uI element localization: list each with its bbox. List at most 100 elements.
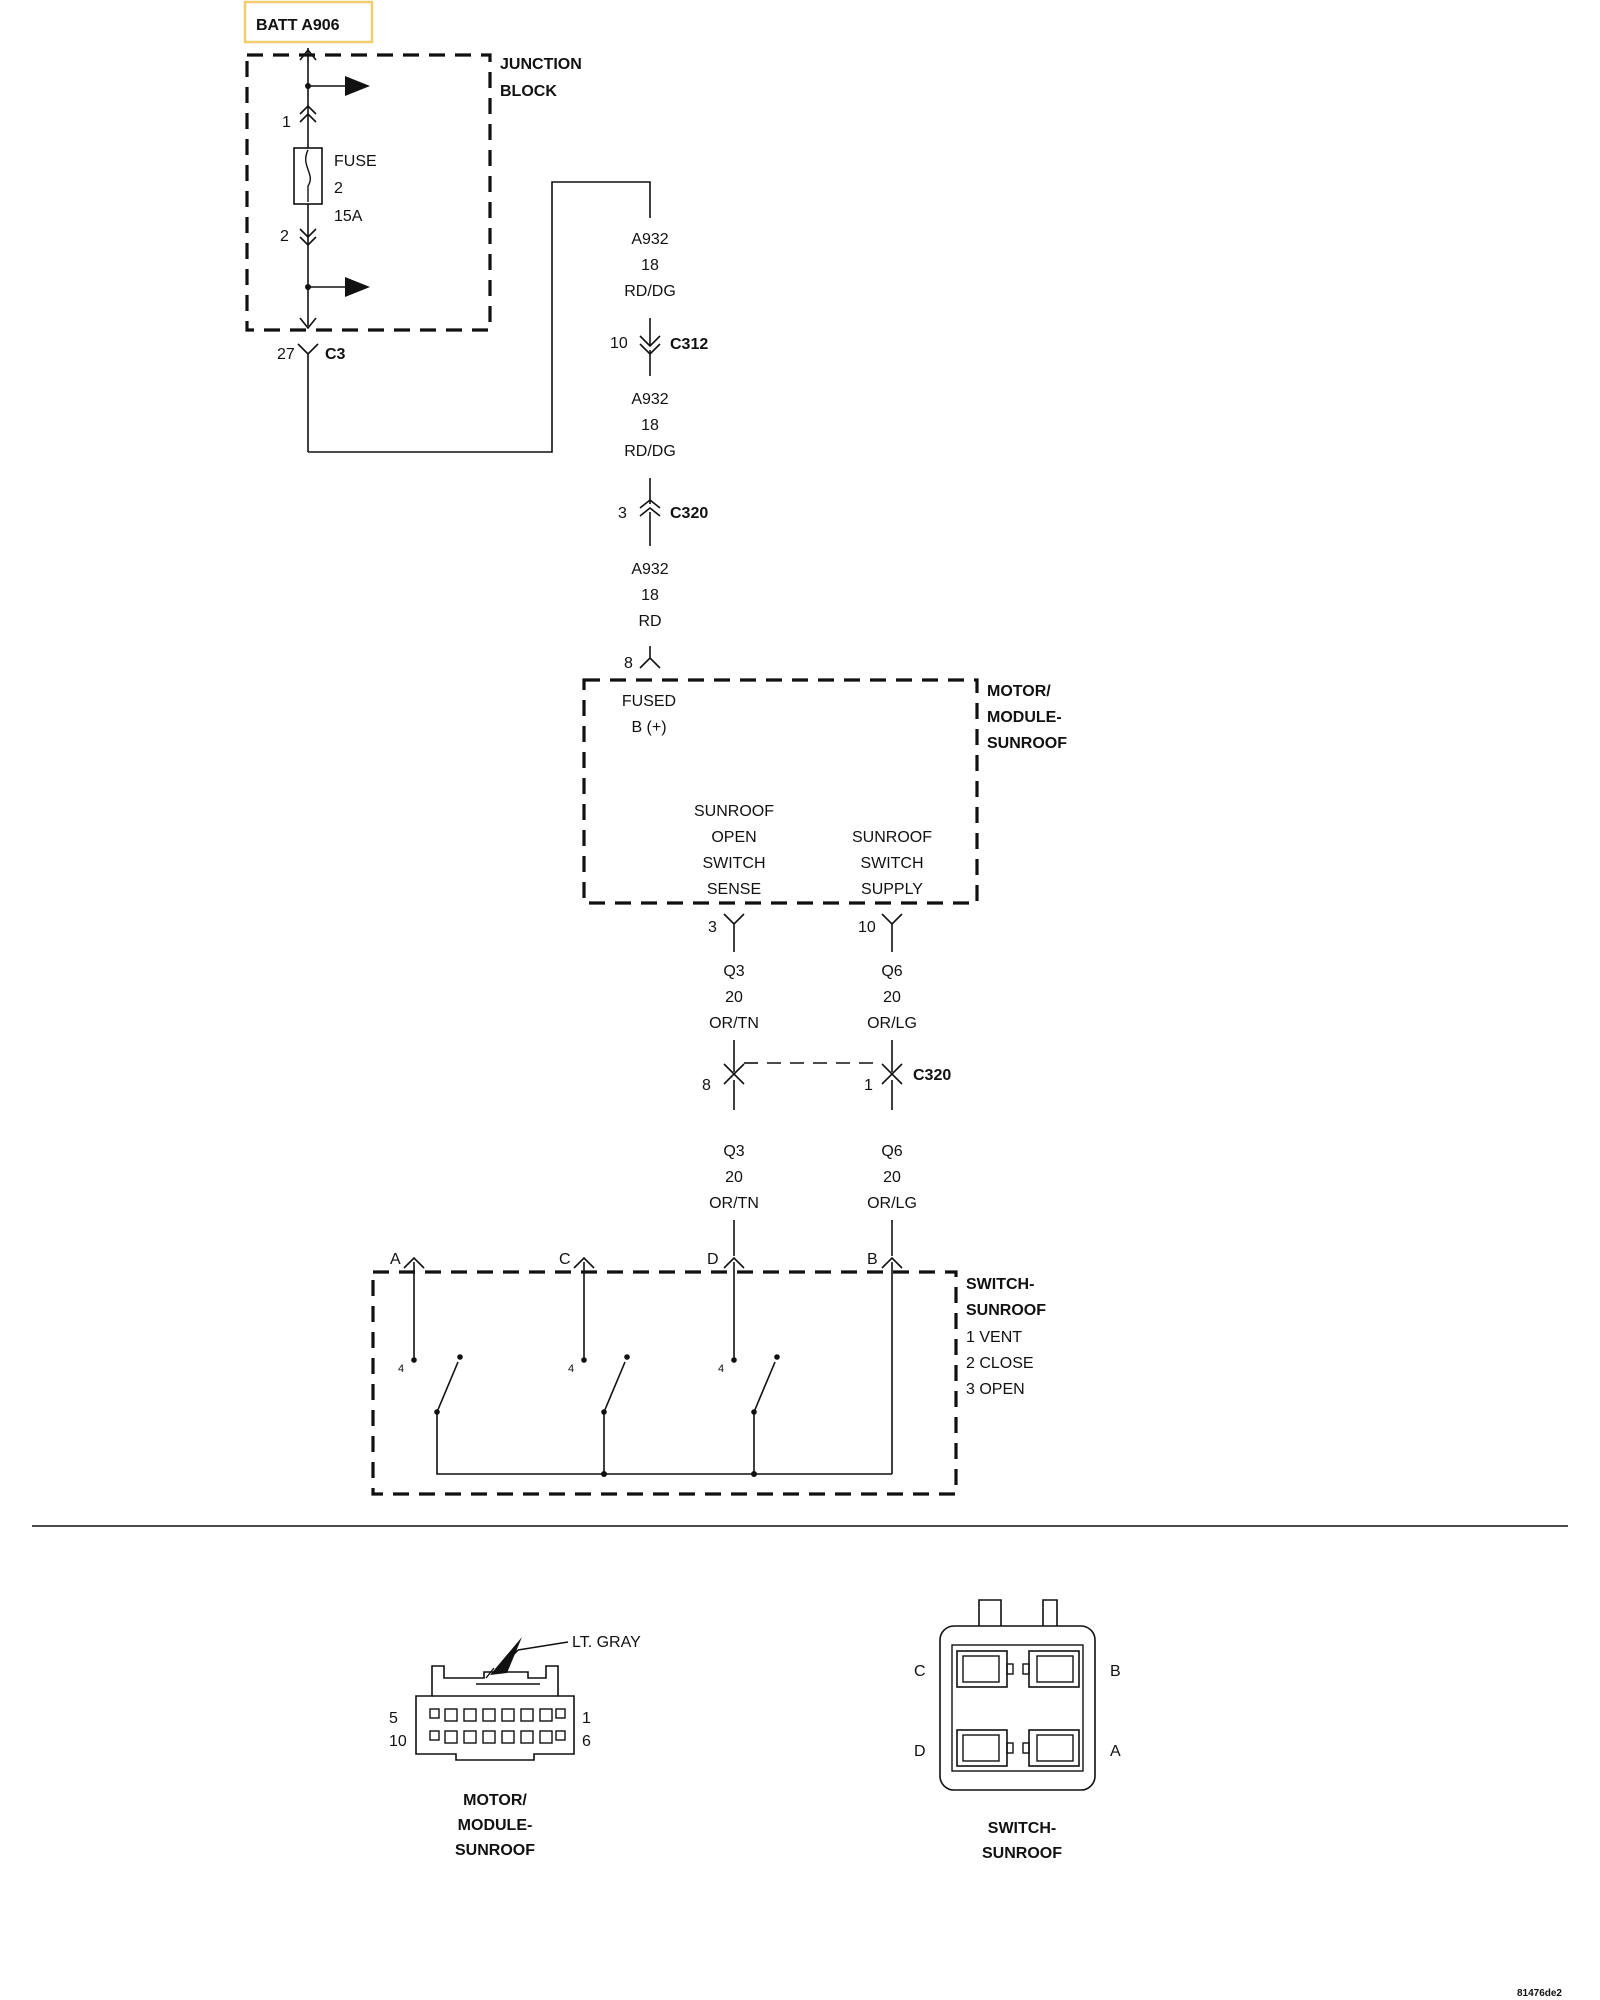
motor-supply-line-3: SUPPLY [861,881,923,898]
switch-common-bus [436,1412,892,1475]
c320-lower-name: C320 [913,1067,951,1084]
c320-upper-pin: 3 [618,505,627,522]
fuse-element [305,149,311,202]
wire-a932-mid-gauge: 18 [641,417,659,434]
motor-module-outline [582,678,979,905]
wire-q6-bottom-circuit: Q6 [881,1143,902,1160]
motor-connector-title-3: SUNROOF [455,1842,535,1859]
c320-upper-connector [639,498,661,517]
motor-supply-line-2: SWITCH [860,855,923,872]
c312-name: C312 [670,336,708,353]
wire-q6-bottom-gauge: 20 [883,1169,901,1186]
switch-pin-b: B [867,1251,878,1268]
wire-a932-mid-color: RD/DG [624,443,676,460]
wire-q3-bottom-circuit: Q3 [723,1143,744,1160]
switch-sunroof-outline [371,1270,958,1496]
switch-pin-b-connector [881,1256,903,1474]
switch-blade-vent [436,1361,459,1413]
junction-up-arrow [299,48,317,61]
junction-down-arrow [299,317,317,330]
switch-pin-d: D [707,1251,719,1268]
c320-lower-pin-q3: 8 [702,1077,711,1094]
fuse-label: FUSE [334,153,377,170]
wire-q3-bottom-color: OR/TN [709,1195,759,1212]
wire-a932-bottom-circuit: A932 [631,561,668,578]
motor-sense-connector [723,913,745,952]
switch-position-open: 3 OPEN [966,1381,1025,1398]
motor-connector-view [415,1637,575,1761]
switch-blade-close [603,1361,626,1413]
c312-pin: 10 [610,335,628,352]
motor-sense-line-3: SWITCH [702,855,765,872]
wire-a932-top-circuit: A932 [631,231,668,248]
switch-pin-a: A [390,1251,401,1268]
motor-sense-line-2: OPEN [711,829,756,846]
junction-block-title-2: BLOCK [500,83,557,100]
c320-lower-q3-connector [723,1040,745,1110]
motor-connector-pin-1: 1 [582,1710,591,1727]
switch-contact-2: 4 [568,1363,574,1375]
switch-title-1: SWITCH- [966,1276,1034,1293]
fuse-number: 2 [334,180,343,197]
fuse-pin-in: 1 [282,114,291,131]
motor-module-title-3: SUNROOF [987,735,1067,752]
wire-a932-loop [308,181,651,453]
junction-out-arrow-lower [345,277,370,297]
wire-q6-top-circuit: Q6 [881,963,902,980]
switch-position-close: 2 CLOSE [966,1355,1034,1372]
fuse-pin-out: 2 [280,228,289,245]
motor-pin-sense: 3 [708,919,717,936]
c320-lower-q6-connector [881,1040,903,1110]
wire-q6-bottom-color: OR/LG [867,1195,917,1212]
switch-pin-a-connector [403,1256,425,1360]
c320-lower-pin-q6: 1 [864,1077,873,1094]
wire-a932-bottom-gauge: 18 [641,587,659,604]
battery-label: BATT A906 [256,17,340,34]
fuse-pin2-connector [299,228,317,247]
wire-a932-mid-circuit: A932 [631,391,668,408]
switch-connector-title-2: SUNROOF [982,1845,1062,1862]
wire-q3-bottom-gauge: 20 [725,1169,743,1186]
wire-q6-top-color: OR/LG [867,1015,917,1032]
motor-power-connector [639,646,661,669]
battery-highlight-box [243,0,374,44]
motor-connector-title-2: MODULE- [458,1817,533,1834]
wire-a932-top-color: RD/DG [624,283,676,300]
motor-module-title-1: MOTOR/ [987,683,1051,700]
motor-pin-supply: 10 [858,919,876,936]
junction-out-arrow-upper [345,76,370,96]
motor-connector-pin-6: 6 [582,1733,591,1750]
wire-q3-top-gauge: 20 [725,989,743,1006]
motor-fused-line-2: B (+) [631,719,666,736]
motor-fused-line-1: FUSED [622,693,676,710]
fuse-pin1-connector [299,104,317,123]
switch-connector-pin-d: D [914,1743,926,1760]
motor-sense-line-1: SUNROOF [694,803,774,820]
switch-pin-d-connector [723,1256,745,1360]
wire-q3-top-color: OR/TN [709,1015,759,1032]
switch-contact-3: 4 [718,1363,724,1375]
switch-connector-pin-c: C [914,1663,926,1680]
switch-contact-1: 4 [398,1363,404,1375]
motor-connector-title-1: MOTOR/ [463,1792,527,1809]
motor-sense-line-4: SENSE [707,881,761,898]
motor-module-title-2: MODULE- [987,709,1062,726]
wire-q3-top-circuit: Q3 [723,963,744,980]
motor-supply-connector [881,913,903,952]
junction-block-outline [245,53,492,332]
switch-connector-pin-b: B [1110,1663,1121,1680]
c3-name: C3 [325,346,346,363]
wire-a932-top-gauge: 18 [641,257,659,274]
c320-upper-name: C320 [670,505,708,522]
switch-pin-c: C [559,1251,571,1268]
fuse-rating: 15A [334,208,363,225]
switch-blade-open [753,1361,776,1413]
motor-connector-color: LT. GRAY [572,1634,641,1651]
junction-block-title-1: JUNCTION [500,56,582,73]
figure-id: 81476de2 [1517,1988,1562,1999]
c3-connector [297,343,319,452]
switch-position-vent: 1 VENT [966,1329,1022,1346]
motor-connector-pin-10: 10 [389,1733,407,1750]
switch-pin-c-connector [573,1256,595,1360]
